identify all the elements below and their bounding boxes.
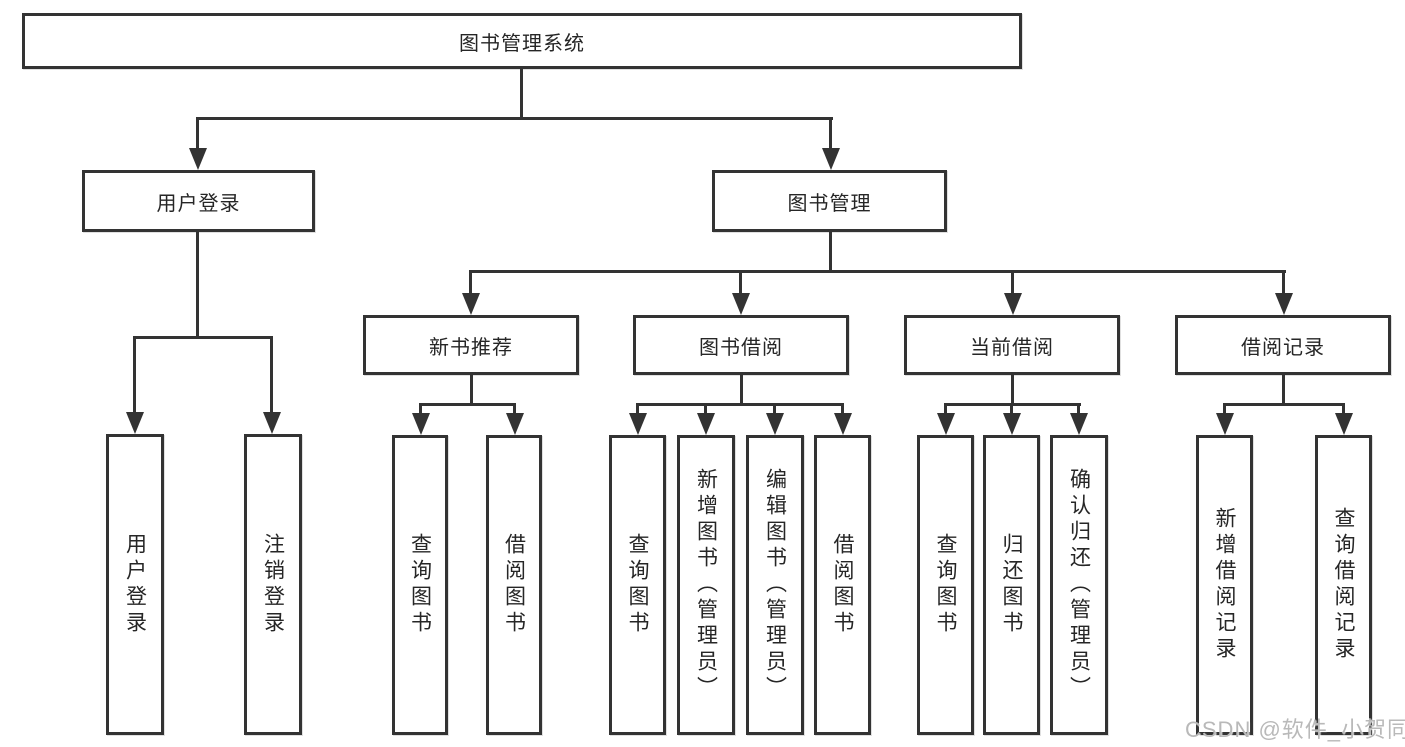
node-label: 当前借阅 xyxy=(970,336,1054,359)
connector-line-vertical xyxy=(944,403,947,415)
connector-line-vertical xyxy=(513,403,516,415)
node-leaf-add-borrow-record: 新增借阅记录 xyxy=(1196,435,1253,735)
connector-line-vertical xyxy=(740,375,743,405)
node-borrowing-records: 借阅记录 xyxy=(1175,315,1391,375)
node-leaf-query-books: 查询图书 xyxy=(917,435,974,735)
connector-line-vertical xyxy=(704,403,707,415)
connector-line-horizontal xyxy=(469,270,1286,273)
node-label: 借阅图书 xyxy=(831,533,854,637)
connector-line-horizontal xyxy=(636,403,844,406)
node-label: 图书管理系统 xyxy=(459,32,585,55)
connector-line-vertical xyxy=(196,232,199,338)
connector-line-vertical xyxy=(1011,375,1014,405)
node-label: 新增图书（管理员） xyxy=(694,468,718,702)
connector-line-horizontal xyxy=(419,403,516,406)
arrow-down-icon xyxy=(1070,413,1088,435)
node-book-borrowing: 图书借阅 xyxy=(633,315,849,375)
arrow-down-icon xyxy=(1335,413,1353,435)
arrow-down-icon xyxy=(937,413,955,435)
node-new-book-recommend: 新书推荐 xyxy=(363,315,579,375)
connector-line-vertical xyxy=(419,403,422,415)
node-leaf-edit-book-admin: 编辑图书（管理员） xyxy=(746,435,804,735)
node-leaf-borrow-books: 借阅图书 xyxy=(486,435,542,735)
node-current-borrowing: 当前借阅 xyxy=(904,315,1120,375)
arrow-down-icon xyxy=(1216,413,1234,435)
node-label: 查询借阅记录 xyxy=(1332,507,1355,663)
connector-line-vertical xyxy=(636,403,639,415)
node-label: 借阅记录 xyxy=(1241,336,1325,359)
node-leaf-user-login: 用户登录 xyxy=(106,434,164,735)
connector-line-vertical xyxy=(829,232,832,272)
node-label: 查询图书 xyxy=(408,533,432,637)
connector-line-vertical xyxy=(1282,375,1285,405)
arrow-down-icon xyxy=(462,293,480,315)
connector-line-vertical xyxy=(270,336,273,414)
connector-line-vertical xyxy=(1223,403,1226,415)
node-label: 用户登录 xyxy=(123,532,147,637)
arrow-down-icon xyxy=(629,413,647,435)
connector-line-vertical xyxy=(841,403,844,415)
arrow-down-icon xyxy=(1275,293,1293,315)
node-label: 归还图书 xyxy=(1000,533,1023,637)
connector-line-vertical xyxy=(739,270,742,296)
arrow-down-icon xyxy=(732,293,750,315)
arrow-down-icon xyxy=(697,413,715,435)
connector-line-vertical xyxy=(470,375,473,405)
node-label: 确认归还（管理员） xyxy=(1067,468,1091,702)
node-leaf-add-book-admin: 新增图书（管理员） xyxy=(677,435,735,735)
node-library-management-system: 图书管理系统 xyxy=(22,13,1022,69)
connector-line-vertical xyxy=(1011,270,1014,296)
connector-line-vertical xyxy=(773,403,776,415)
connector-line-horizontal xyxy=(133,336,273,339)
node-label: 编辑图书（管理员） xyxy=(763,468,787,702)
arrow-down-icon xyxy=(1004,293,1022,315)
node-label: 查询图书 xyxy=(626,533,649,637)
connector-line-vertical xyxy=(1342,403,1345,415)
arrow-down-icon xyxy=(766,413,784,435)
node-leaf-query-borrow-record: 查询借阅记录 xyxy=(1315,435,1372,735)
node-leaf-query-books: 查询图书 xyxy=(609,435,666,735)
connector-line-horizontal xyxy=(196,117,833,120)
connector-line-vertical xyxy=(1010,403,1013,415)
node-label: 新书推荐 xyxy=(429,336,513,359)
node-leaf-borrow-books: 借阅图书 xyxy=(814,435,871,735)
node-leaf-return-books: 归还图书 xyxy=(983,435,1040,735)
node-book-management: 图书管理 xyxy=(712,170,947,232)
arrow-down-icon xyxy=(834,413,852,435)
node-user-login: 用户登录 xyxy=(82,170,315,232)
csdn-watermark: CSDN @软件_小贺同学 xyxy=(1185,717,1405,742)
connector-line-vertical xyxy=(829,117,832,150)
node-label: 图书管理 xyxy=(787,192,872,215)
node-label: 注销登录 xyxy=(261,532,285,637)
connector-line-vertical xyxy=(1282,270,1285,296)
arrow-down-icon xyxy=(506,413,524,435)
node-label: 新增借阅记录 xyxy=(1213,507,1236,663)
connector-line-horizontal xyxy=(1223,403,1345,406)
node-label: 借阅图书 xyxy=(502,533,526,637)
connector-line-vertical xyxy=(196,117,199,150)
connector-line-vertical xyxy=(1077,403,1080,415)
node-label: 用户登录 xyxy=(156,192,241,215)
node-leaf-logout: 注销登录 xyxy=(244,434,302,735)
node-label: 图书借阅 xyxy=(699,336,783,359)
node-leaf-query-books: 查询图书 xyxy=(392,435,448,735)
node-leaf-confirm-return-admin: 确认归还（管理员） xyxy=(1050,435,1108,735)
connector-line-vertical xyxy=(520,67,523,120)
node-label: 查询图书 xyxy=(934,533,957,637)
arrow-down-icon xyxy=(822,148,840,170)
arrow-down-icon xyxy=(126,412,144,434)
connector-line-vertical xyxy=(469,270,472,296)
arrow-down-icon xyxy=(263,412,281,434)
arrow-down-icon xyxy=(1003,413,1021,435)
arrow-down-icon xyxy=(412,413,430,435)
arrow-down-icon xyxy=(189,148,207,170)
connector-line-vertical xyxy=(133,336,136,414)
